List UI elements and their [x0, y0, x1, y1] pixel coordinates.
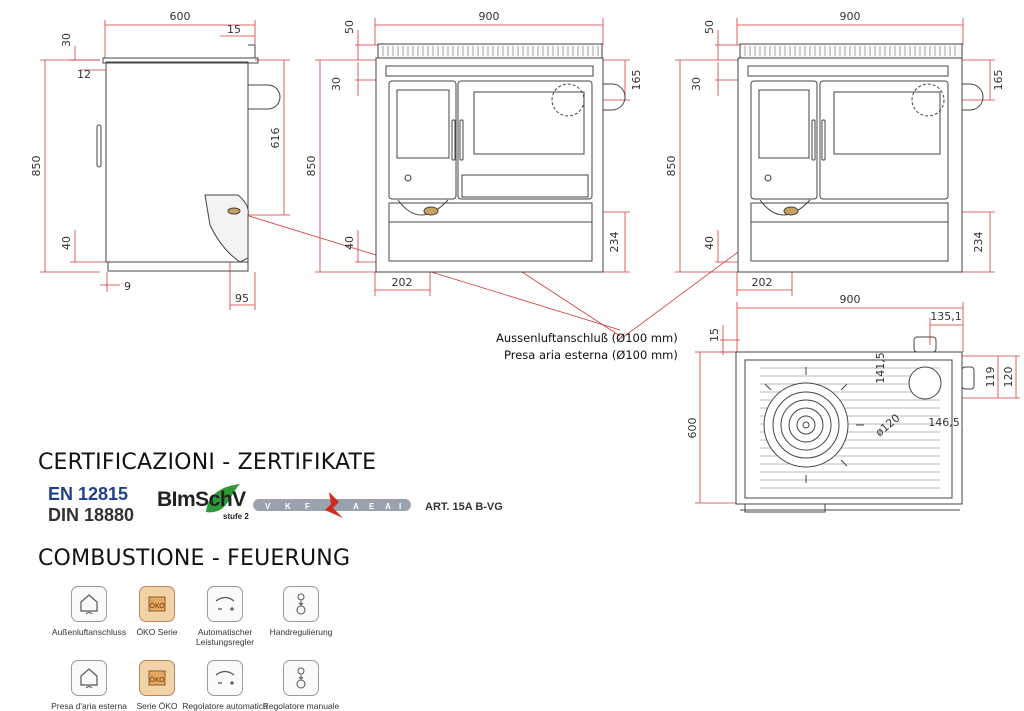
dim-front-width: 900	[479, 10, 500, 23]
dim-front2-width: 900	[840, 10, 861, 23]
dim-front-right-top: 165	[630, 70, 643, 91]
certifications-heading: CERTIFICAZIONI - ZERTIFIKATE	[38, 450, 377, 475]
air-intake-callout-it: Presa aria esterna (Ø100 mm)	[504, 348, 678, 362]
feature-external-air: Außenluftanschluss	[44, 586, 134, 637]
dim-side-top-offset: 12	[77, 68, 91, 81]
vkf-letter: E	[369, 502, 375, 511]
dim-front2-right-top: 165	[992, 70, 1005, 91]
feature-label: Außenluftanschluss	[51, 627, 127, 637]
house-air-icon	[71, 660, 107, 696]
cert-en: EN 12815	[48, 484, 129, 504]
air-intake-callout-de: Aussenluftanschluß (Ø100 mm)	[496, 331, 678, 345]
dim-side-top-gap: 30	[60, 33, 73, 47]
dim-front-top-clear: 50	[343, 20, 356, 34]
vkf-letter: K	[285, 502, 291, 511]
dim-front-bottom-gap: 40	[343, 236, 356, 250]
dim-front2-top-clear: 50	[703, 20, 716, 34]
dim-front2-outlet-x: 202	[752, 276, 773, 289]
dim-top-y: 141,5	[874, 352, 887, 384]
feature-label: ÖKO Serie	[136, 627, 178, 637]
dim-front-height: 850	[305, 156, 318, 177]
auto-regulator-icon	[207, 660, 243, 696]
feature-label: Handregulierung	[269, 627, 333, 637]
feature-label: Automatischer Leistungsregler	[195, 627, 255, 647]
front-view-right	[737, 43, 984, 273]
feature-external-air-it: Presa d'aria esterna	[44, 660, 134, 711]
feature-label: Regolatore automatico	[182, 701, 268, 711]
svg-text:ÖKO: ÖKO	[149, 675, 165, 684]
dim-front2-top-offset: 30	[690, 77, 703, 91]
combustion-heading: COMBUSTIONE - FEUERUNG	[38, 546, 351, 571]
dim-side-bottom-gap: 40	[60, 236, 73, 250]
dim-side-width: 600	[170, 10, 191, 23]
feature-label: Presa d'aria esterna	[51, 701, 127, 711]
front-view-left	[375, 43, 626, 273]
vkf-letter: A	[353, 502, 359, 511]
auto-regulator-icon	[207, 586, 243, 622]
dim-front2-height: 850	[665, 156, 678, 177]
dim-top-flue-offset: 135,1	[930, 310, 962, 323]
top-view	[735, 336, 975, 513]
feature-manual-regulator: Handregulierung	[256, 586, 346, 637]
dim-front-outlet-x: 202	[392, 276, 413, 289]
feature-label: Serie ÖKO	[136, 701, 178, 711]
side-view	[96, 44, 281, 272]
vkf-letter: V	[265, 502, 271, 511]
dim-side-top-inset: 15	[227, 23, 241, 36]
vkf-letter: A	[385, 502, 391, 511]
dim-top-r2: 120	[1002, 367, 1015, 388]
vkf-letter: I	[399, 502, 401, 511]
dim-front-right-lower: 234	[608, 232, 621, 253]
dim-top-width: 900	[840, 293, 861, 306]
dimension-labels: 600 15 30 12 850 616 40 9 95 900 50 30 8…	[30, 10, 1015, 439]
manual-regulator-icon	[283, 660, 319, 696]
cert-bimsch-stufe: stufe 2	[223, 512, 249, 521]
house-air-icon	[71, 586, 107, 622]
dim-top-depth: 600	[686, 418, 699, 439]
dim-side-height: 850	[30, 156, 43, 177]
cert-din: DIN 18880	[48, 505, 135, 525]
feature-oeko: ÖKO ÖKO Serie	[112, 586, 202, 637]
oeko-icon: ÖKO	[139, 660, 175, 696]
dim-top-flue-gap: 15	[708, 328, 721, 342]
cert-art: ART. 15A B-VG	[425, 501, 503, 513]
manual-regulator-icon	[283, 586, 319, 622]
dim-front2-right-lower: 234	[972, 232, 985, 253]
dim-side-outlet: 95	[235, 292, 249, 305]
cert-bimsch: BImSchV	[157, 488, 246, 511]
dim-front-top-offset: 30	[330, 77, 343, 91]
bimsch-leaf-icon	[206, 484, 240, 513]
svg-text:ÖKO: ÖKO	[149, 601, 165, 610]
vkf-letter: F	[305, 502, 310, 511]
dim-front2-bottom-gap: 40	[703, 236, 716, 250]
feature-manual-regulator-it: Regolatore manuale	[256, 660, 346, 711]
feature-oeko-it: ÖKO Serie ÖKO	[112, 660, 202, 711]
dim-side-cooktop-height: 616	[269, 128, 282, 149]
dim-top-r1: 119	[984, 367, 997, 388]
feature-label: Regolatore manuale	[262, 701, 340, 711]
oeko-icon: ÖKO	[139, 586, 175, 622]
feature-auto-regulator: Automatischer Leistungsregler	[180, 586, 270, 647]
vkf-aeai-logo: V K F A E A I	[253, 492, 411, 518]
dim-top-x: 146,5	[928, 416, 960, 429]
dim-side-foot: 9	[124, 280, 131, 293]
feature-auto-regulator-it: Regolatore automatico	[180, 660, 270, 711]
